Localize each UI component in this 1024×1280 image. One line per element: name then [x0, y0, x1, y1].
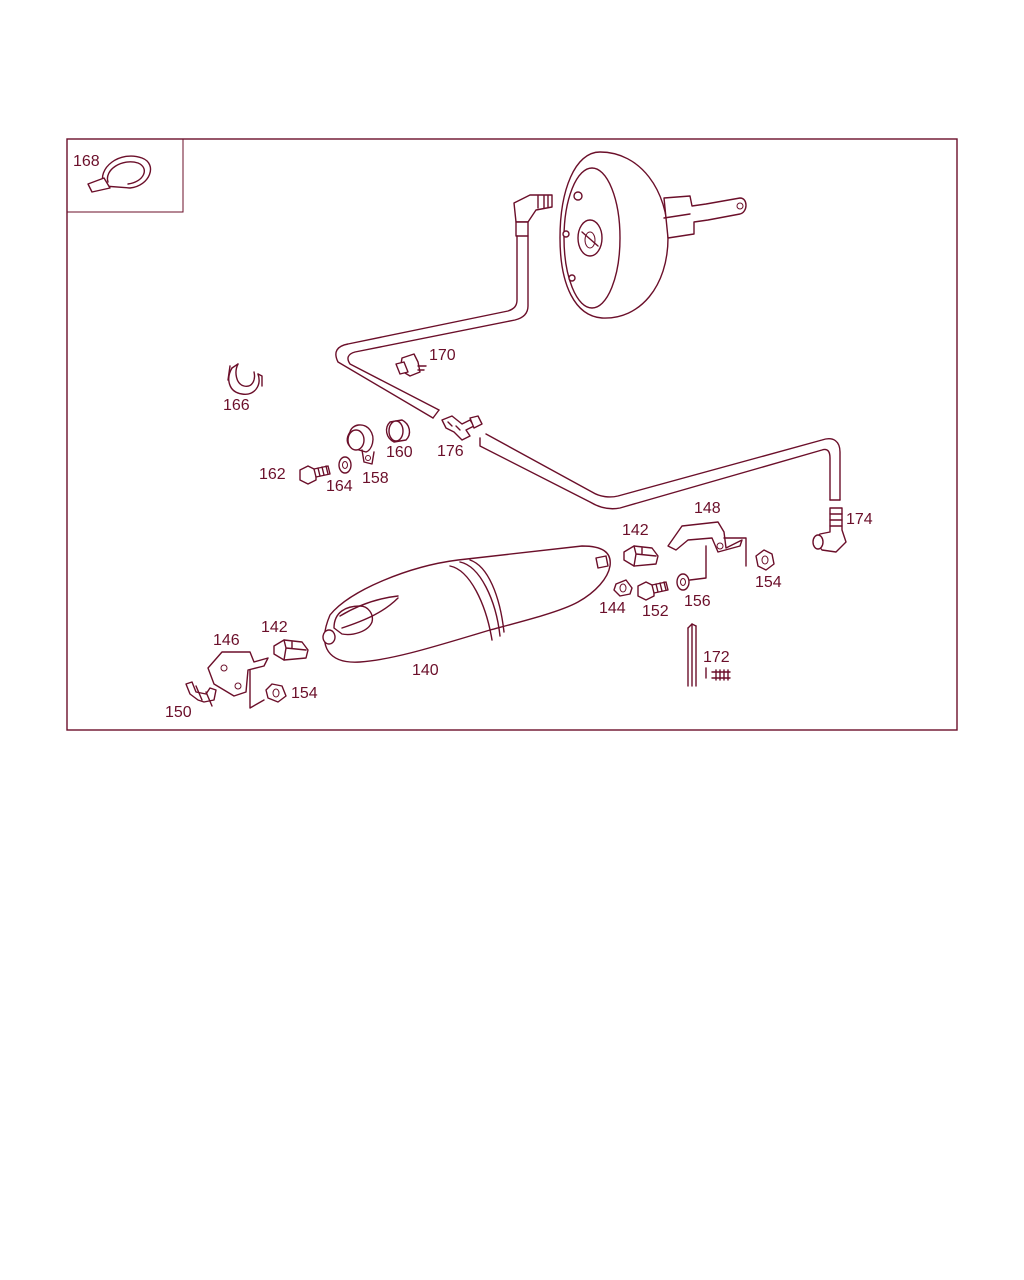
label-176: 176	[437, 443, 464, 460]
label-164: 164	[326, 478, 353, 495]
label-154-lower: 154	[291, 685, 318, 702]
nut-154-lower	[265, 683, 287, 703]
edge-strip-172	[687, 623, 731, 687]
label-152: 152	[642, 603, 669, 620]
label-148: 148	[694, 500, 721, 517]
rubber-mount-142-lower	[273, 639, 309, 661]
washer-156	[676, 573, 690, 591]
label-174: 174	[846, 511, 873, 528]
label-172: 172	[703, 649, 730, 666]
inset-box-168	[67, 139, 184, 213]
holder-166	[227, 363, 263, 395]
bush-160	[385, 419, 411, 443]
t-connector-176	[441, 415, 483, 441]
clamp-158	[346, 424, 375, 465]
nut-154-upper	[755, 549, 775, 571]
bracket-148	[667, 521, 747, 581]
clip-170	[395, 353, 427, 377]
label-142-upper: 142	[622, 522, 649, 539]
vacuum-hose	[335, 194, 841, 510]
label-158: 158	[362, 470, 389, 487]
bracket-146	[207, 651, 269, 709]
washer-164	[338, 456, 352, 474]
label-168: 168	[73, 153, 100, 170]
label-146: 146	[213, 632, 240, 649]
check-valve-174	[812, 507, 847, 553]
label-144: 144	[599, 600, 626, 617]
label-154-upper: 154	[755, 574, 782, 591]
label-162: 162	[259, 466, 286, 483]
diagram-frame	[66, 138, 958, 731]
label-156: 156	[684, 593, 711, 610]
rubber-mount-142-upper	[623, 545, 659, 567]
label-142-lower: 142	[261, 619, 288, 636]
bolt-162	[299, 465, 331, 485]
label-150: 150	[165, 704, 192, 721]
label-166: 166	[223, 397, 250, 414]
brake-booster	[559, 151, 747, 319]
label-160: 160	[386, 444, 413, 461]
label-170: 170	[429, 347, 456, 364]
vacuum-reservoir-140	[322, 545, 611, 663]
label-140: 140	[412, 662, 439, 679]
stud-150	[185, 681, 217, 707]
spacer-144	[613, 579, 633, 597]
cable-tie-168	[87, 155, 152, 193]
bolt-152	[637, 581, 669, 601]
